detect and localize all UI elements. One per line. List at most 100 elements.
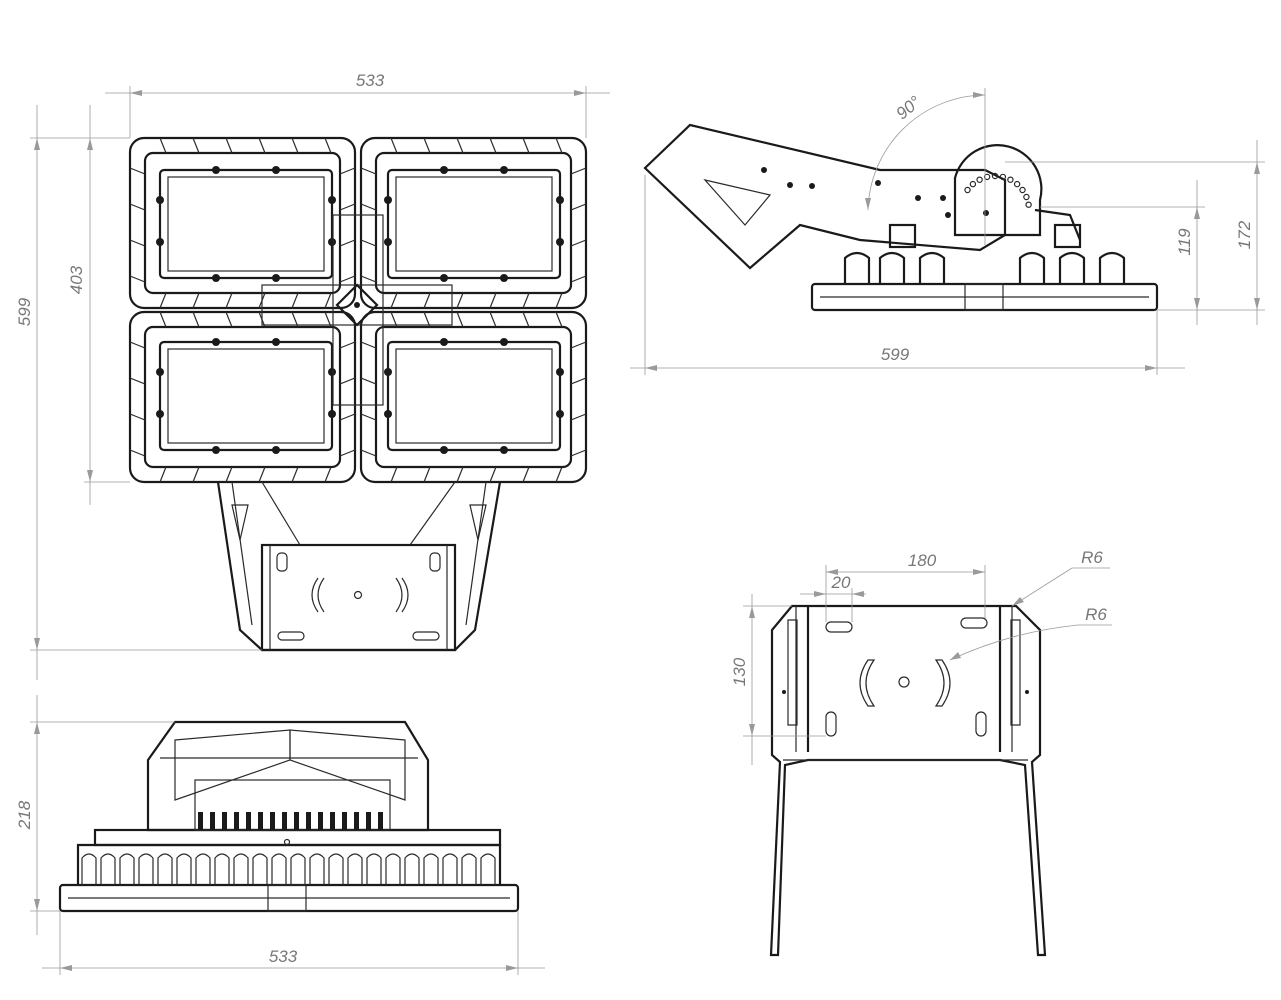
bolt	[556, 238, 564, 246]
bolt	[328, 368, 336, 376]
bolt	[500, 338, 508, 346]
module-top-left	[128, 136, 357, 310]
fin-line	[339, 167, 356, 175]
plan-fin	[138, 853, 154, 885]
dim-front-height-total: 599	[15, 297, 34, 326]
gear-hole	[999, 173, 1007, 181]
fin-line	[423, 137, 431, 154]
side-fin	[878, 251, 906, 284]
gear-hole	[1013, 180, 1021, 188]
fin-line	[192, 311, 200, 328]
fin-line	[522, 466, 530, 483]
fin-line	[258, 466, 266, 483]
fin-line	[570, 167, 587, 175]
fin-line	[339, 413, 356, 421]
plan-fin	[214, 853, 230, 885]
side-fin	[1098, 251, 1126, 284]
gear-hole	[1007, 176, 1014, 183]
gear-hole	[991, 172, 999, 180]
bolt	[440, 166, 448, 174]
fin-line	[522, 137, 530, 154]
fin-line	[390, 137, 398, 154]
plan-tooth	[330, 812, 335, 830]
gear-hole	[964, 186, 971, 194]
bracket-dimensions: 180 20 130 R6 R6	[730, 548, 1112, 765]
bolt	[500, 274, 508, 282]
fin-line	[489, 292, 497, 309]
plan-fin	[233, 853, 249, 885]
plan-fin	[176, 853, 192, 885]
fin-line	[129, 377, 146, 385]
gear-hole	[1019, 186, 1026, 194]
fin-line	[570, 275, 587, 283]
dim-bracket-radius-1: R6	[1081, 548, 1103, 567]
fin-line	[456, 311, 464, 328]
fin-line	[522, 311, 530, 328]
dim-bracket-height: 130	[730, 657, 749, 686]
bolt	[328, 196, 336, 204]
module-bottom-right	[359, 310, 588, 484]
dim-plan-height: 218	[15, 800, 34, 830]
fin-line	[159, 137, 167, 154]
fin-line	[555, 137, 563, 154]
bolt	[328, 238, 336, 246]
bolt	[212, 274, 220, 282]
plan-tooth	[354, 812, 359, 830]
plan-tooth	[378, 812, 383, 830]
dim-side-height-total: 172	[1235, 220, 1254, 249]
fin-line	[555, 311, 563, 328]
plan-fin	[290, 853, 306, 885]
fin-line	[360, 203, 377, 211]
central-hub	[261, 214, 453, 406]
fin-line	[360, 239, 377, 247]
plan-fin	[480, 853, 496, 885]
plan-dimensions: 533 218	[15, 695, 545, 975]
dim-bracket-radius-2: R6	[1085, 605, 1107, 624]
fin-line	[129, 341, 146, 349]
plan-fin	[157, 853, 173, 885]
fin-line	[360, 413, 377, 421]
bolt	[440, 446, 448, 454]
side-dimensions: 599 172 119 90°	[630, 88, 1265, 375]
bolt	[156, 368, 164, 376]
fin-line	[324, 466, 332, 483]
dim-front-width: 533	[356, 71, 385, 90]
fin-line	[456, 466, 464, 483]
fin-line	[225, 137, 233, 154]
fin-line	[570, 449, 587, 457]
fin-line	[522, 292, 530, 309]
bolt	[212, 166, 220, 174]
fin-line	[339, 377, 356, 385]
fin-line	[339, 239, 356, 247]
fin-line	[129, 203, 146, 211]
bolt	[156, 238, 164, 246]
fin-line	[456, 137, 464, 154]
fin-line	[192, 137, 200, 154]
bolt	[500, 166, 508, 174]
fin-line	[258, 137, 266, 154]
plan-tooth	[270, 812, 275, 830]
fin-line	[570, 377, 587, 385]
dim-bracket-width: 180	[908, 551, 937, 570]
bolt	[440, 338, 448, 346]
fin-line	[324, 292, 332, 309]
fin-line	[570, 203, 587, 211]
plan-fin	[442, 853, 458, 885]
side-fins	[843, 251, 1126, 284]
fin-line	[360, 167, 377, 175]
fin-line	[291, 137, 299, 154]
bolt	[272, 338, 280, 346]
plan-tooth	[366, 812, 371, 830]
plan-fin	[347, 853, 363, 885]
fin-line	[339, 449, 356, 457]
fin-line	[555, 292, 563, 309]
dim-side-height-body: 119	[1175, 228, 1194, 256]
fin-line	[360, 341, 377, 349]
fin-line	[390, 466, 398, 483]
plan-tooth	[198, 812, 203, 830]
bolt	[556, 196, 564, 204]
plan-fin	[81, 853, 97, 885]
plan-fin	[100, 853, 116, 885]
fin-line	[225, 311, 233, 328]
